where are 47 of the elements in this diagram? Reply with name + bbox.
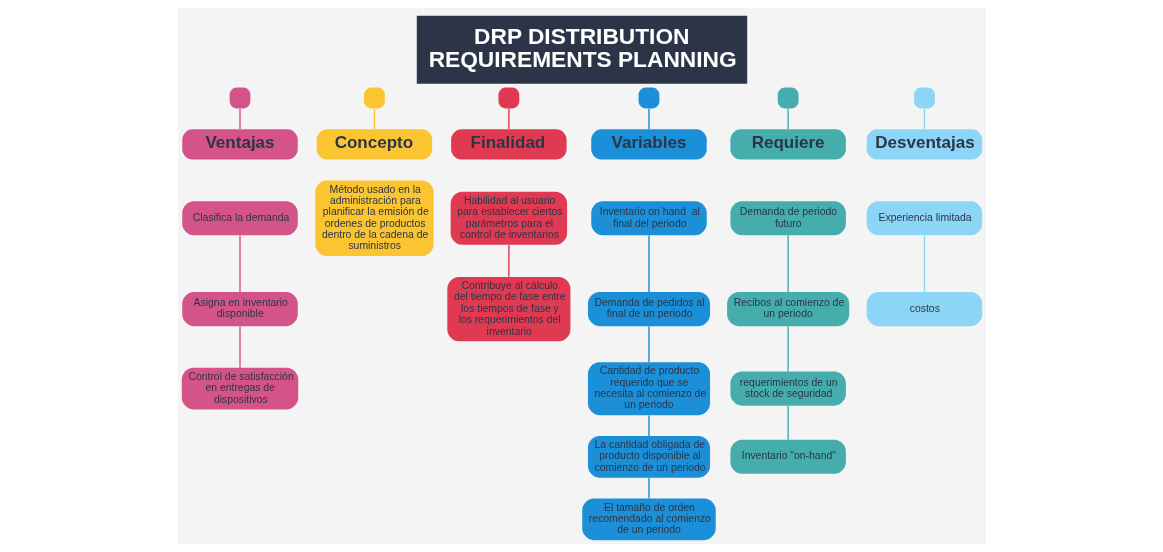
node-box: Método usado en la administración para planificar la emisión de ordenes de productos dentro de la cadena de suministros [314,180,434,257]
node-box: Experiencia limitada [866,201,982,236]
connector [923,234,925,293]
node-box: Recibos al comienzo de un periodo [726,292,849,327]
node-box: Cantidad de producto requerido que se necesita al comienzo de un periodo [587,362,710,416]
node-box: Demanda de periodo futuro [729,201,846,236]
node-box: Inventario "on-hand" [729,439,846,474]
node-box [777,87,799,109]
node-box: Inventario on hand al final del periodo [590,201,707,236]
node-box: El tamaño de orden recomendado al comienzo de un periodo [581,498,716,541]
connector [238,234,241,293]
connector [507,244,510,278]
node-box [638,87,659,109]
node-box: costos [866,292,982,327]
connector [647,414,650,437]
node-box: La cantidad obligada de producto disponible al comienzo de un periodo [587,436,710,478]
node-box: Control de satisfacción en entregas de dispositivos [181,367,298,410]
connector [507,108,510,130]
node-box: requerimientos de un stock de seguridad [729,371,846,406]
diagram-title: DRP DISTRIBUTION REQUIREMENTS PLANNING [428,23,737,72]
node-box: Finalidad [450,129,567,160]
connector [786,108,789,130]
connector [373,108,375,130]
node-box: Desventajas [866,129,982,160]
node-box: Demanda de pedidos al final de un periodo [587,292,710,327]
node-box [497,87,519,109]
connector [647,234,650,293]
connector [786,234,789,293]
node-box [229,87,250,109]
connector [647,477,650,500]
node-box: Requiere [729,129,846,160]
connector [923,108,925,130]
node-box: Ventajas [181,129,298,160]
node-box [363,87,385,109]
connector [647,325,650,363]
connector [238,325,241,369]
connector [786,405,789,441]
node-box: Variables [590,129,707,160]
connector [647,108,650,130]
node-box: Clasifica la demanda [181,201,298,236]
node-box: Concepto [316,129,432,160]
node-box [913,87,935,109]
node-box: Habilidad al usuario para establecer ciertos parámetros para el control de inventarios [450,191,567,245]
node-box: Contribuye al cálculo del tiempo de fase entre los tiempos de fase y los requerimientos del inventario [446,276,570,342]
node-box: Asigna en inventario disponible [181,292,298,327]
connector [238,108,241,130]
connector [786,325,789,373]
